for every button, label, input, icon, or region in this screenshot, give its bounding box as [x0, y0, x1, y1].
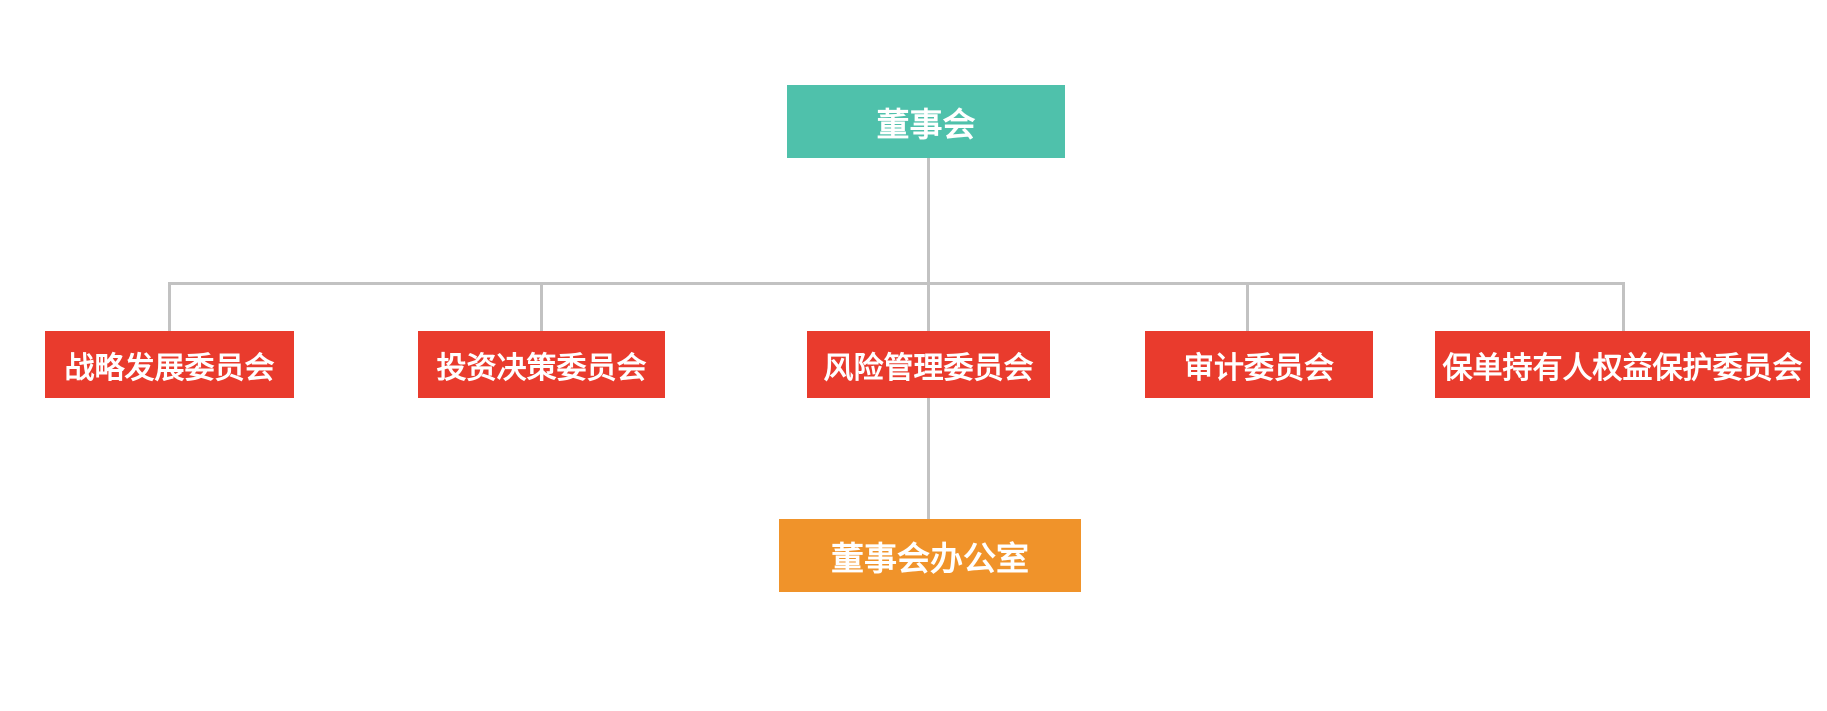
org-node-investment-committee-label: 投资决策委员会: [436, 351, 647, 385]
connector-bar-to-committee-0: [168, 282, 171, 331]
org-node-audit-committee: 审计委员会: [1145, 331, 1373, 398]
connector-bar-to-committee-2: [927, 282, 930, 331]
connector-horizontal-bar: [168, 282, 1625, 285]
connector-bar-to-committee-1: [540, 282, 543, 331]
connector-bar-to-committee-4: [1622, 282, 1625, 331]
org-node-risk-committee-label: 风险管理委员会: [823, 351, 1034, 385]
org-node-board-office-label: 董事会办公室: [831, 539, 1029, 577]
org-node-board-office: 董事会办公室: [779, 519, 1081, 592]
org-node-strategy-committee: 战略发展委员会: [45, 331, 294, 398]
org-node-audit-committee-label: 审计委员会: [1184, 351, 1334, 385]
connector-bar-to-committee-3: [1246, 282, 1249, 331]
org-node-policyholder-committee-label: 保单持有人权益保护委员会: [1442, 351, 1803, 385]
connector-root-to-bar: [927, 158, 930, 284]
org-node-risk-committee: 风险管理委员会: [807, 331, 1050, 398]
org-node-investment-committee: 投资决策委员会: [418, 331, 665, 398]
org-node-board-label: 董事会: [876, 105, 976, 143]
connector-committee-to-office: [927, 398, 930, 519]
org-node-board: 董事会: [787, 85, 1065, 158]
org-node-policyholder-committee: 保单持有人权益保护委员会: [1435, 331, 1810, 398]
org-node-strategy-committee-label: 战略发展委员会: [64, 351, 275, 385]
